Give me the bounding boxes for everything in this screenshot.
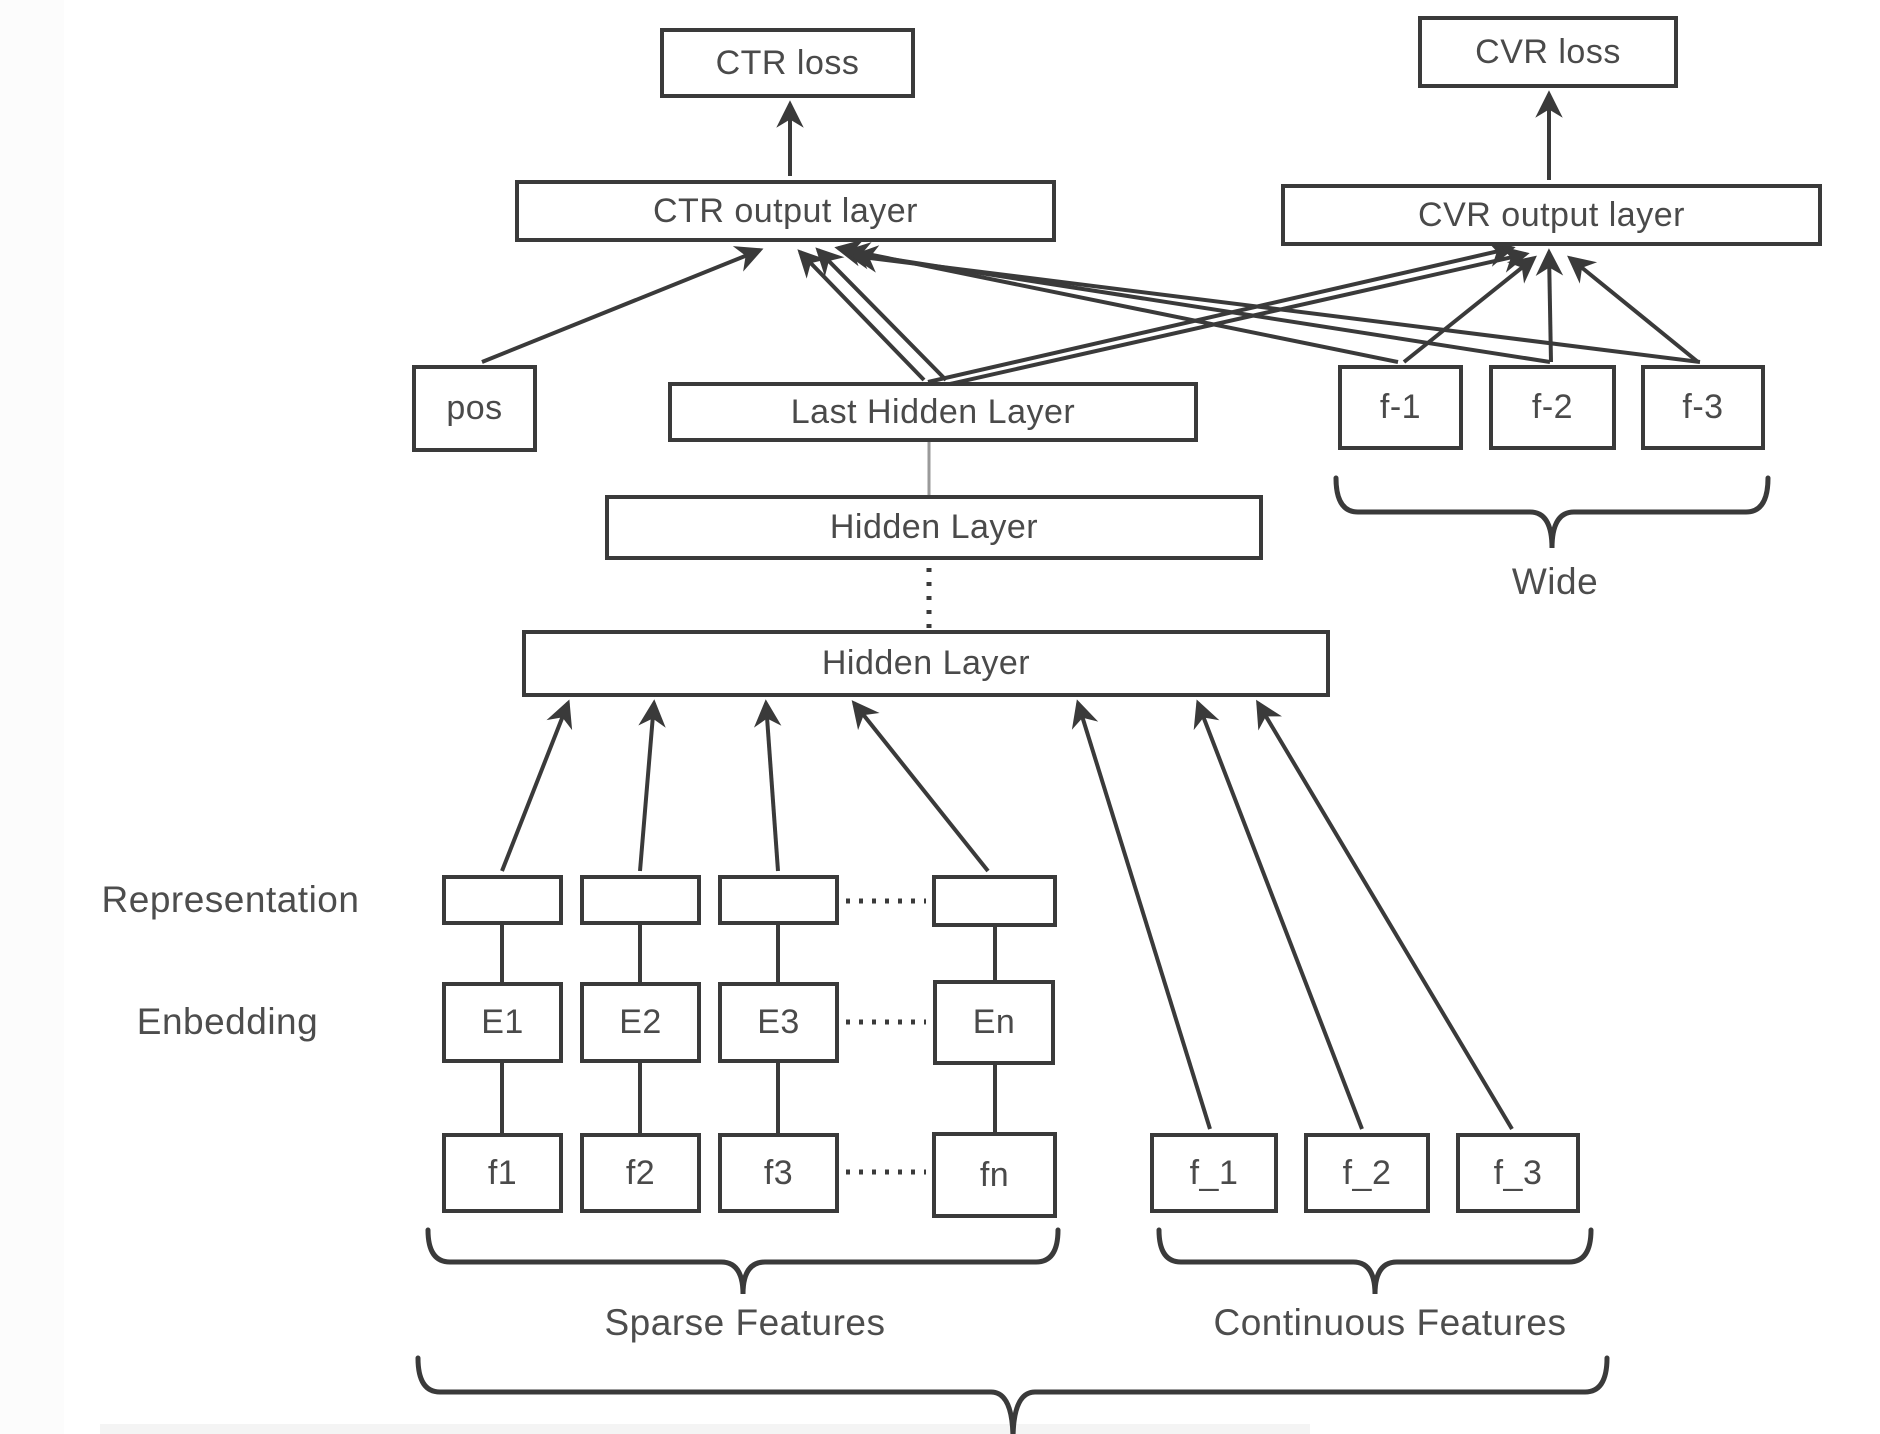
ctr-output-layer-box: CTR output layer (515, 180, 1056, 242)
ctr-loss-label: CTR loss (715, 43, 860, 82)
arrow-rep3-to-hidden (753, 699, 782, 872)
arrow-last-hidden-to-cvr-output-b (949, 245, 1530, 386)
continuous-f3-label: f_3 (1493, 1153, 1543, 1192)
arrow-cont-f2-to-hidden (1193, 699, 1364, 1130)
arrow-last-hidden-to-ctr-output-b (815, 247, 948, 382)
sparse-f2-box: f2 (580, 1133, 701, 1213)
embedding-e1-label: E1 (481, 1003, 524, 1041)
embedding-e2-box: E2 (580, 982, 701, 1063)
arrow-rep2-to-hidden (638, 699, 666, 872)
continuous-f2-label: f_2 (1342, 1153, 1392, 1192)
sparse-f1-box: f1 (442, 1133, 563, 1213)
arrow-last-hidden-to-cvr-output-a (927, 239, 1516, 384)
arrow-rep1-to-hidden (500, 699, 573, 872)
continuous-features-label: Continuous Features (1213, 1302, 1567, 1343)
representation-box-2 (580, 875, 701, 925)
representation-box-1 (442, 875, 563, 925)
bottom-edge-strip (100, 1424, 1310, 1434)
pos-label: pos (446, 389, 503, 427)
wide-f3-label: f-3 (1682, 388, 1724, 426)
continuous-f2-box: f_2 (1304, 1133, 1430, 1213)
brace-all-features (415, 1355, 1610, 1434)
last-hidden-layer-label: Last Hidden Layer (790, 392, 1076, 431)
sparse-f1-label: f1 (487, 1153, 518, 1192)
embedding-en-label: En (972, 1003, 1016, 1041)
cvr-loss-box: CVR loss (1418, 16, 1678, 88)
arrow-cont-f1-to-hidden (1071, 699, 1212, 1130)
embedding-e1-box: E1 (442, 982, 563, 1063)
arrow-last-hidden-to-ctr-output-a (797, 249, 926, 382)
hidden-layer-upper-label: Hidden Layer (829, 508, 1039, 546)
wide-f1-box: f-1 (1338, 365, 1463, 450)
brace-wide (1333, 475, 1771, 549)
continuous-f1-box: f_1 (1150, 1133, 1278, 1213)
embedding-row-label: Enbedding (136, 1001, 319, 1042)
wide-f2-label: f-2 (1531, 388, 1574, 426)
arrow-pos-to-ctr-output (481, 246, 764, 364)
ctr-loss-box: CTR loss (660, 28, 915, 98)
arrow-repn-to-hidden (851, 700, 990, 873)
embedding-e3-label: E3 (757, 1003, 800, 1041)
sparse-f3-box: f3 (718, 1133, 839, 1213)
embedding-e3-box: E3 (718, 982, 839, 1063)
last-hidden-layer-box: Last Hidden Layer (668, 382, 1198, 442)
brace-continuous-features (1156, 1227, 1594, 1295)
sparse-fn-box: fn (932, 1132, 1057, 1218)
arrow-cont-f3-to-hidden (1256, 699, 1514, 1131)
continuous-f1-label: f_1 (1189, 1153, 1239, 1192)
pos-box: pos (412, 365, 537, 452)
cvr-output-layer-label: CVR output layer (1418, 195, 1685, 234)
hidden-layer-lower-box: Hidden Layer (522, 630, 1330, 697)
wide-f2-box: f-2 (1489, 365, 1616, 450)
embedding-e2-label: E2 (619, 1003, 662, 1041)
wide-group-label: Wide (1511, 561, 1599, 602)
sparse-f3-label: f3 (763, 1153, 794, 1192)
left-edge-strip (0, 0, 64, 1434)
representation-box-n (932, 875, 1057, 927)
representation-box-3 (718, 875, 839, 925)
arrow-wide-f2-to-cvr-output (1535, 248, 1564, 363)
wide-f3-box: f-3 (1641, 365, 1765, 450)
cvr-loss-label: CVR loss (1475, 32, 1621, 71)
arrow-wide-f1-to-cvr-output (1402, 255, 1537, 364)
representation-row-label: Representation (101, 879, 360, 920)
wide-f1-label: f-1 (1379, 388, 1422, 426)
ctr-output-layer-label: CTR output layer (653, 191, 918, 230)
sparse-f2-label: f2 (625, 1153, 656, 1192)
hidden-layer-upper-box: Hidden Layer (605, 495, 1263, 560)
cvr-output-layer-box: CVR output layer (1281, 184, 1822, 246)
sparse-fn-label: fn (979, 1155, 1010, 1194)
brace-sparse-features (425, 1227, 1061, 1295)
continuous-f3-box: f_3 (1456, 1133, 1580, 1213)
hidden-layer-lower-label: Hidden Layer (821, 644, 1031, 682)
sparse-features-label: Sparse Features (604, 1302, 886, 1343)
embedding-en-box: En (933, 980, 1055, 1065)
arrow-wide-f3-to-cvr-output (1567, 255, 1700, 364)
